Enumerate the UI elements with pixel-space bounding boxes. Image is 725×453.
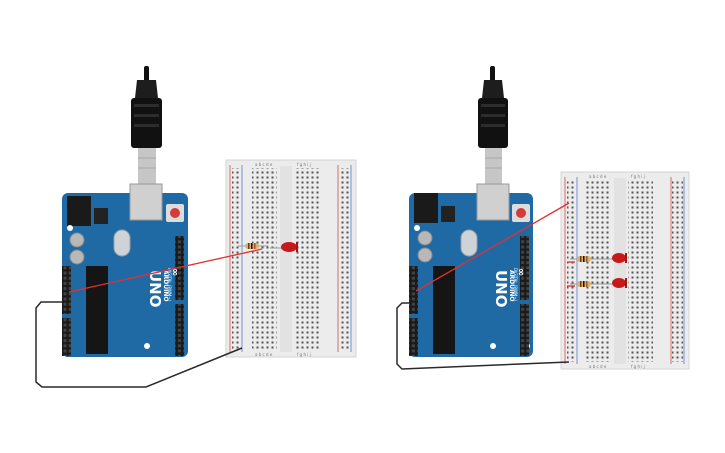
breadboard-cols-left: a b c d e: [255, 162, 273, 167]
usb-cable: [131, 66, 162, 184]
digital-label: DIGITAL (PWM~): [513, 268, 518, 302]
infinity-icon: ∞: [169, 268, 180, 276]
reset-button[interactable]: [516, 208, 526, 218]
wire-ground[interactable]: [35, 301, 243, 388]
usb-cable: [478, 66, 508, 184]
board-brand-label: ARDUINO: [162, 270, 169, 301]
breadboard: a b c d e f g h i j a b c d e f g h i j: [225, 159, 357, 358]
resistor[interactable]: [570, 256, 600, 262]
board-model-label: UNO: [492, 270, 510, 308]
breadboard-cols-right: f g h i j: [631, 174, 645, 179]
breadboard-cols-right-bottom: f g h i j: [297, 352, 311, 357]
arduino-board: UNO ARDUINO ∞ DIGITAL (PWM~): [409, 183, 533, 357]
reset-button[interactable]: [170, 208, 180, 218]
breadboard: a b c d e f g h i j a b c d e f g h i j: [560, 171, 690, 370]
led[interactable]: [600, 278, 627, 288]
circuit-2: UNO ARDUINO ∞ DIGITAL (PWM~) a b c d e f…: [396, 66, 690, 370]
board-model-label: UNO: [146, 270, 164, 308]
resistor[interactable]: [570, 281, 600, 287]
digital-label: DIGITAL (PWM~): [167, 268, 172, 302]
wire-signal[interactable]: [415, 202, 570, 292]
breadboard-cols-left-bottom: a b c d e: [589, 364, 607, 369]
led[interactable]: [270, 242, 298, 252]
board-brand-label: ARDUINO: [508, 270, 515, 301]
arduino-board: UNO ARDUINO ∞ DIGITAL (PWM~): [62, 183, 188, 357]
breadboard-cols-left-bottom: a b c d e: [255, 352, 273, 357]
wire-signal[interactable]: [68, 248, 263, 293]
infinity-icon: ∞: [515, 268, 526, 276]
breadboard-cols-left: a b c d e: [589, 174, 607, 179]
breadboard-cols-right-bottom: f g h i j: [631, 364, 645, 369]
resistor[interactable]: [238, 243, 268, 249]
breadboard-cols-right: f g h i j: [297, 162, 311, 167]
wire-ground[interactable]: [396, 302, 570, 370]
circuit-1: UNO ARDUINO ∞ DIGITAL (PWM~) a b c d e f…: [35, 66, 357, 388]
led[interactable]: [600, 253, 627, 263]
